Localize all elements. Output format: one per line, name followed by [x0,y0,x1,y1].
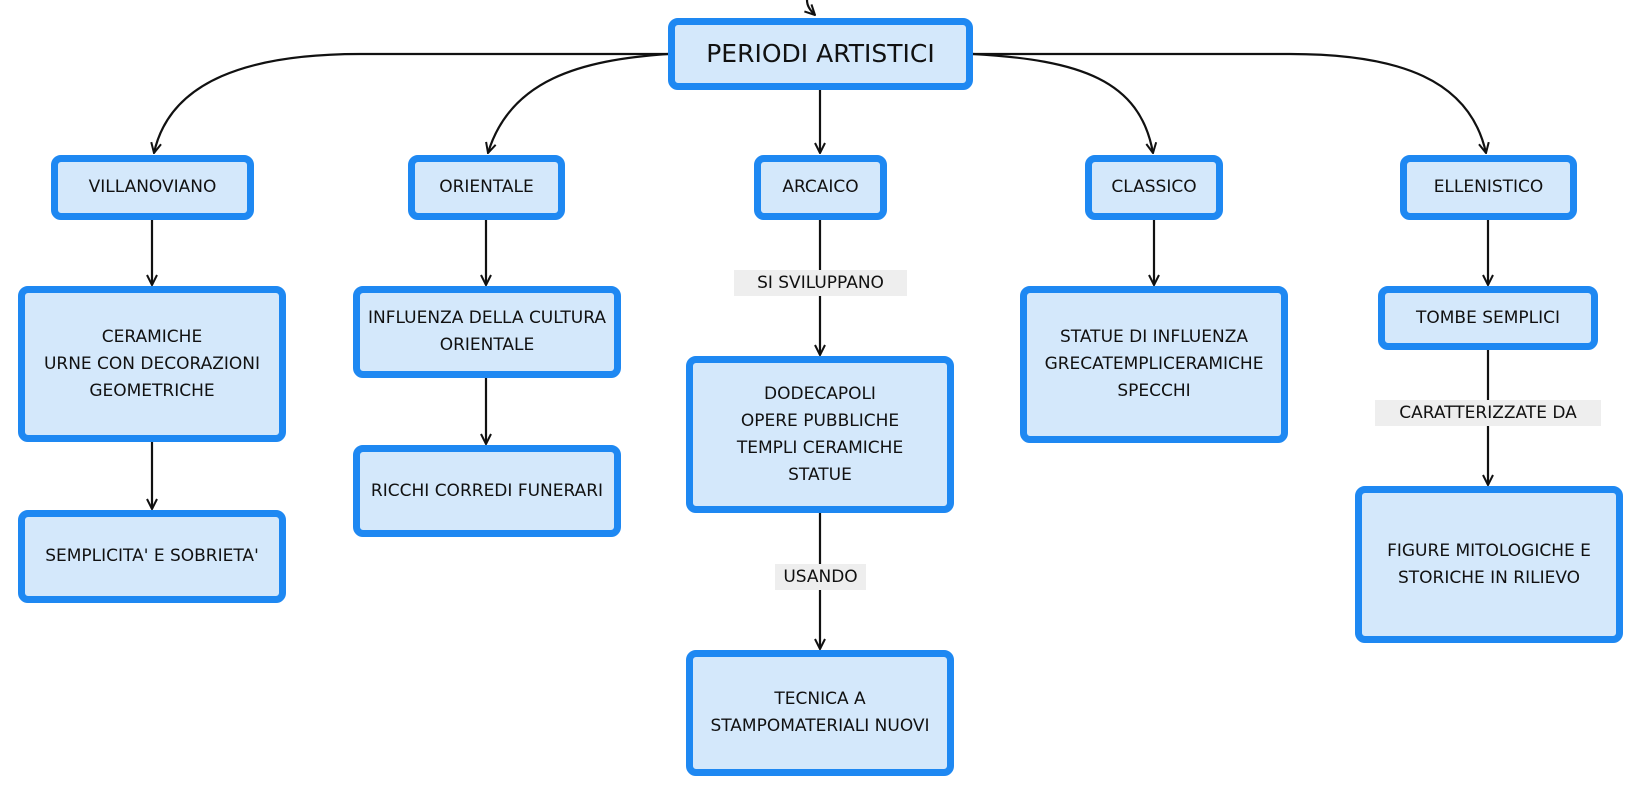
node-villanoviano[interactable]: VILLANOVIANO [51,155,254,220]
edge-root-orientale [488,52,669,153]
node-arcaico-details[interactable]: DODECAPOLI OPERE PUBBLICHE TEMPLI CERAMI… [686,356,954,513]
edge-label-si-sviluppano: SI SVILUPPANO [734,270,907,296]
node-periodi-artistici[interactable]: PERIODI ARTISTICI [668,18,973,90]
incoming-arrow [807,0,815,15]
node-orientale[interactable]: ORIENTALE [408,155,565,220]
edge-root-villanoviano [154,52,668,153]
node-villanoviano-details[interactable]: CERAMICHE URNE CON DECORAZIONI GEOMETRIC… [18,286,286,442]
node-ellenistico[interactable]: ELLENISTICO [1400,155,1577,220]
edge-root-classico [972,52,1153,153]
node-orientale-result[interactable]: RICCHI CORREDI FUNERARI [353,445,621,537]
edge-root-ellenistico [973,52,1486,153]
edge-label-caratterizzate-da: CARATTERIZZATE DA [1375,400,1601,426]
node-ellenistico-result[interactable]: FIGURE MITOLOGICHE E STORICHE IN RILIEVO [1355,486,1623,643]
node-arcaico[interactable]: ARCAICO [754,155,887,220]
node-classico-details[interactable]: STATUE DI INFLUENZA GRECATEMPLICERAMICHE… [1020,286,1288,443]
edge-label-usando: USANDO [775,564,866,590]
node-classico[interactable]: CLASSICO [1085,155,1223,220]
node-villanoviano-result[interactable]: SEMPLICITA' E SOBRIETA' [18,510,286,603]
node-orientale-details[interactable]: INFLUENZA DELLA CULTURA ORIENTALE [353,286,621,378]
node-arcaico-result[interactable]: TECNICA A STAMPOMATERIALI NUOVI [686,650,954,776]
node-ellenistico-details[interactable]: TOMBE SEMPLICI [1378,286,1598,350]
